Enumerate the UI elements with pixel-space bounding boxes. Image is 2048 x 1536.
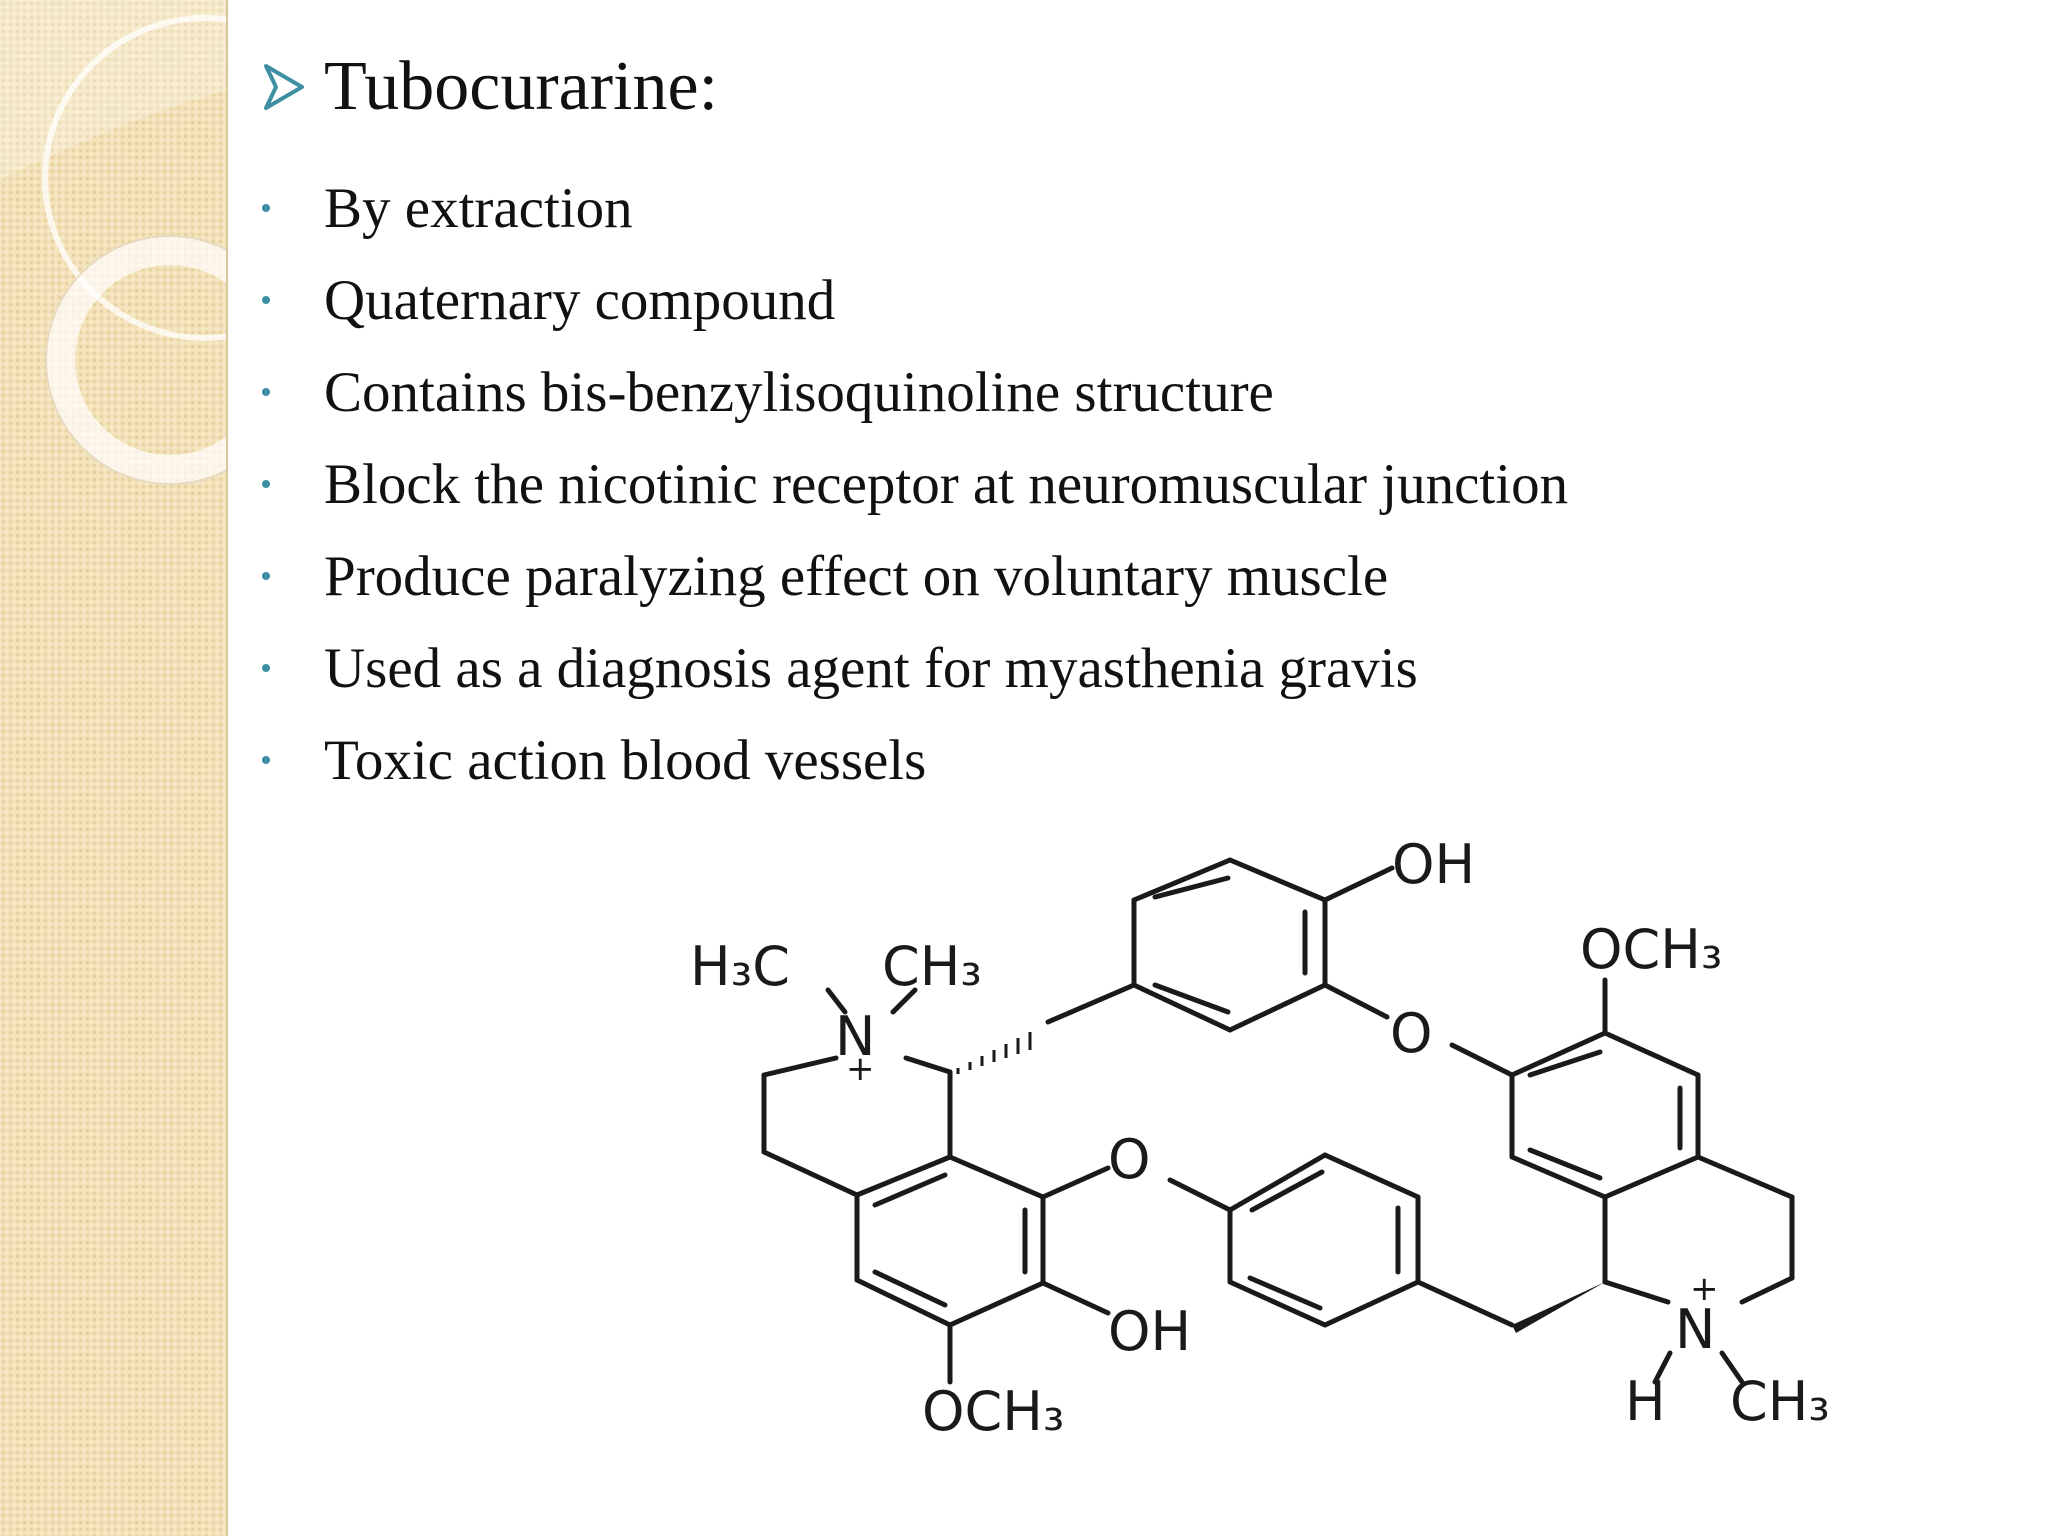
slide-title-row: Tubocurarine:: [262, 52, 718, 122]
hashed-bond: [956, 1032, 1032, 1074]
oh-bottom-label: OH: [1108, 1300, 1191, 1363]
oh-top-label: OH: [1392, 833, 1475, 896]
slide-title: Tubocurarine:: [324, 48, 719, 125]
h-right-label: H: [1625, 1370, 1666, 1433]
bullet-text: Quaternary compound: [324, 268, 836, 332]
bullet-item: Toxic action blood vessels: [262, 714, 1568, 806]
n-left-label: N: [835, 1005, 875, 1068]
bullet-dot-icon: [262, 388, 270, 396]
bullet-text: Toxic action blood vessels: [324, 728, 927, 792]
bullet-dot-icon: [262, 296, 270, 304]
och3-bottom-label: OCH₃: [922, 1380, 1064, 1443]
plus-right-label: +: [1690, 1269, 1719, 1309]
bullet-list: By extraction Quaternary compound Contai…: [262, 162, 1568, 806]
bullet-dot-icon: [262, 204, 270, 212]
o-bridge-right-label: O: [1390, 1002, 1433, 1065]
bullet-text: Contains bis-benzylisoquinoline structur…: [324, 360, 1274, 424]
tubocurarine-structure-diagram: H₃C CH₃ N + OH OCH₃ O O OH OCH₃ + N H CH…: [690, 833, 1830, 1443]
bullet-text: Used as a diagnosis agent for myasthenia…: [324, 636, 1418, 700]
arrow-bullet-icon: [264, 64, 304, 110]
structure-bonds: [761, 857, 1795, 1385]
och3-right-label: OCH₃: [1580, 918, 1722, 981]
bullet-item: Produce paralyzing effect on voluntary m…: [262, 530, 1568, 622]
bullet-dot-icon: [262, 572, 270, 580]
bullet-item: Quaternary compound: [262, 254, 1568, 346]
bullet-item: Block the nicotinic receptor at neuromus…: [262, 438, 1568, 530]
bullet-dot-icon: [262, 480, 270, 488]
n-right-label: N: [1675, 1298, 1715, 1361]
o-bridge-center-label: O: [1108, 1128, 1151, 1191]
wedge-bond: [1512, 1282, 1605, 1333]
plus-left-label: +: [846, 1049, 875, 1089]
h3c-label: H₃C: [690, 935, 790, 998]
bullet-dot-icon: [262, 664, 270, 672]
bullet-text: Produce paralyzing effect on voluntary m…: [324, 544, 1389, 608]
bullet-dot-icon: [262, 756, 270, 764]
bullet-text: By extraction: [324, 176, 633, 240]
bullet-item: Contains bis-benzylisoquinoline structur…: [262, 346, 1568, 438]
ch3-right-label: CH₃: [1730, 1370, 1830, 1433]
bullet-item: By extraction: [262, 162, 1568, 254]
ch3-top-label: CH₃: [882, 935, 982, 998]
bullet-item: Used as a diagnosis agent for myasthenia…: [262, 622, 1568, 714]
decorative-circles: [0, 0, 228, 485]
bullet-text: Block the nicotinic receptor at neuromus…: [324, 452, 1569, 516]
decorative-side-panel: [0, 0, 228, 1536]
